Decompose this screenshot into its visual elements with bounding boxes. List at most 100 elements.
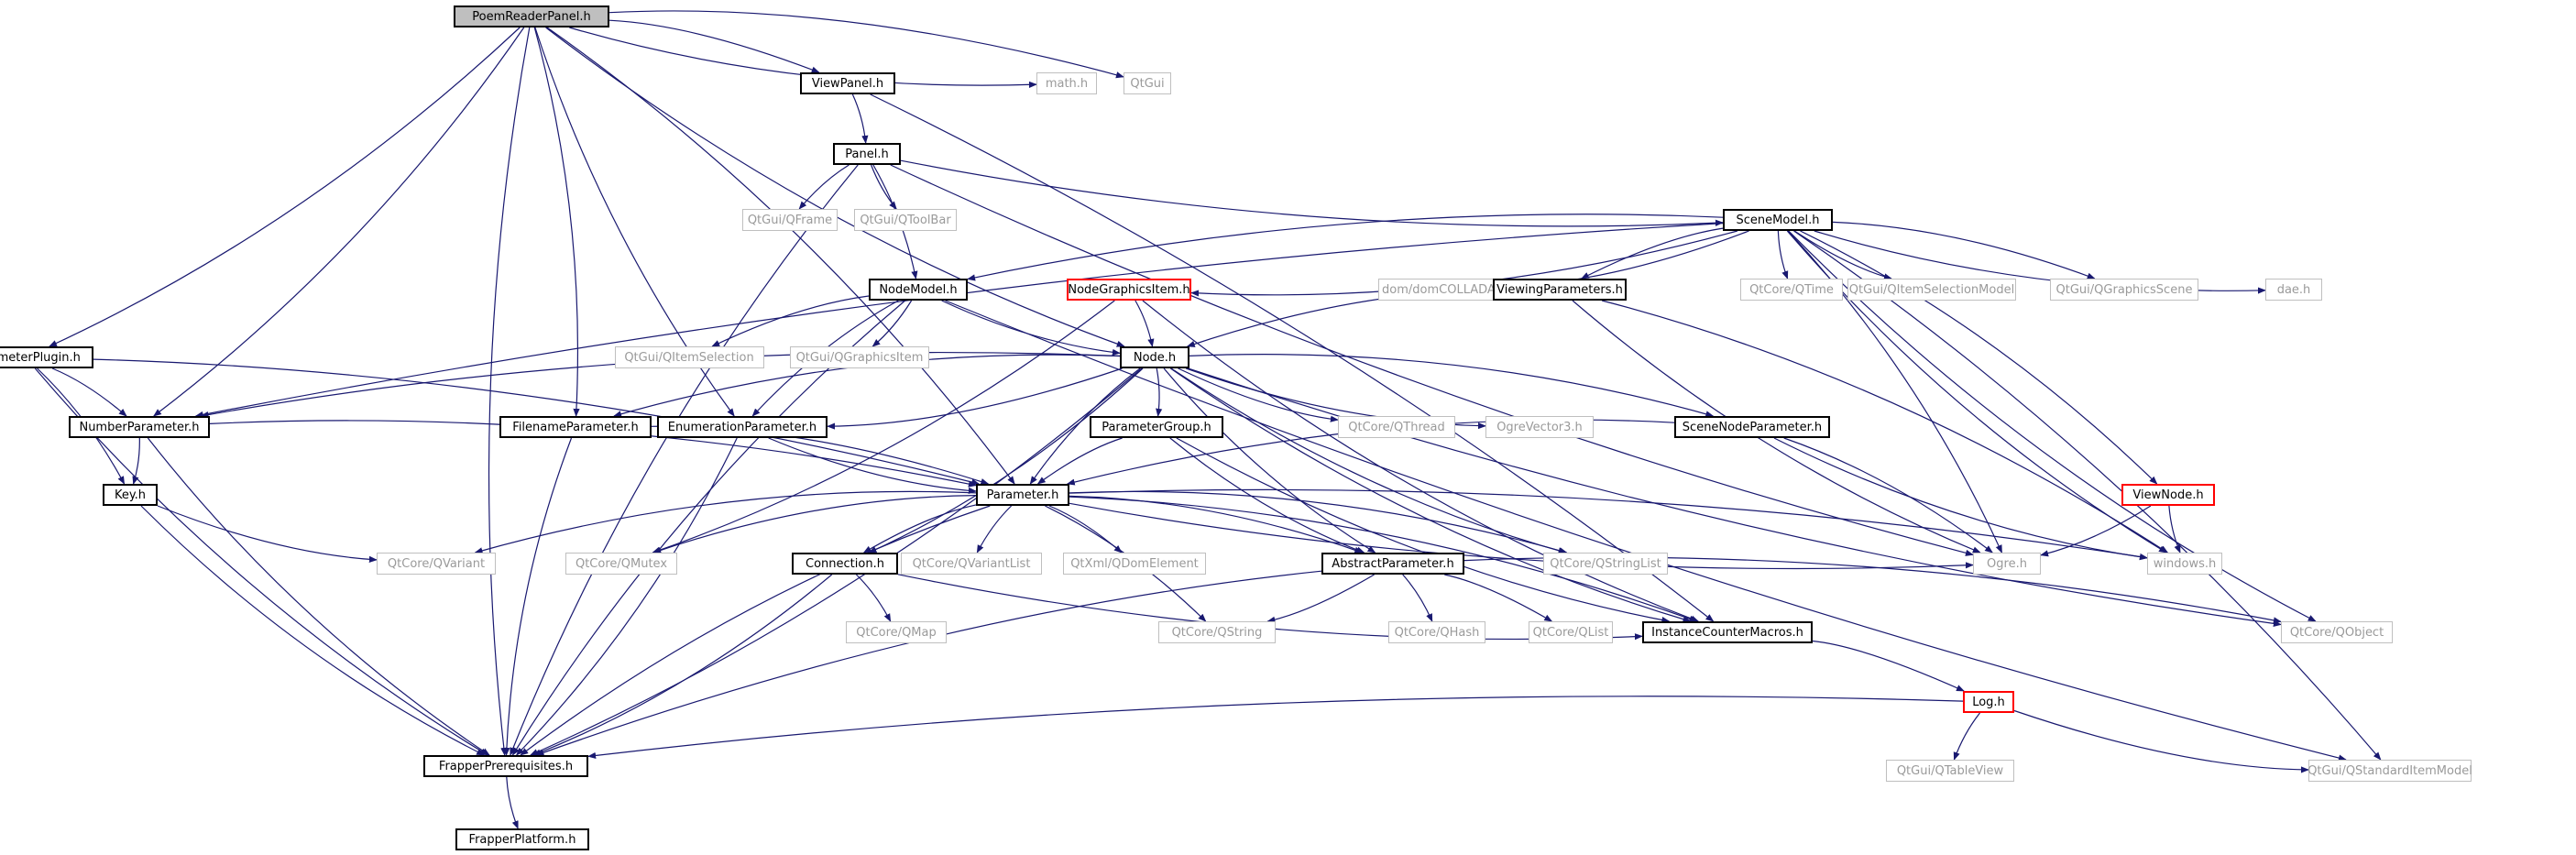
edge-view-node-to-windows <box>2168 505 2181 554</box>
node-frapper-prerequisites[interactable]: FrapperPrerequisites.h <box>423 755 588 777</box>
edge-scene-node-parameter-to-windows <box>1773 437 2148 561</box>
node-node-graphics-item[interactable]: NodeGraphicsItem.h <box>1067 279 1191 301</box>
edge-view-node-to-ogre <box>2040 505 2152 557</box>
edge-parameter-to-qvariant-list <box>976 505 1013 554</box>
edge-poem-reader-panel-to-number-parameter <box>153 27 525 417</box>
node-panel[interactable]: Panel.h <box>833 143 901 165</box>
edge-abstract-parameter-to-qstring <box>1266 574 1375 623</box>
edge-scene-model-to-qitem-selection-model <box>1793 230 1892 280</box>
edge-node-graphics-item-to-instance-counter-macros <box>1142 300 1700 622</box>
edge-node-to-parameter-group <box>1156 367 1163 417</box>
node-parameter-plugin[interactable]: ParameterPlugin.h <box>0 346 93 368</box>
node-view-node[interactable]: ViewNode.h <box>2121 484 2215 506</box>
edge-node-graphics-item-to-node <box>1135 300 1155 347</box>
edge-scene-model-to-number-parameter <box>194 223 1724 418</box>
edge-viewing-parameters-to-windows <box>1601 300 2169 554</box>
edge-abstract-parameter-to-frapper-prerequisites <box>535 570 1322 756</box>
edge-key-to-frapper-prerequisites <box>140 505 486 756</box>
node-qdom-element: QtXml/QDomElement <box>1063 553 1206 575</box>
node-node[interactable]: Node.h <box>1120 346 1189 368</box>
node-qtime: QtCore/QTime <box>1740 279 1843 301</box>
edge-poem-reader-panel-to-view-panel <box>608 19 820 73</box>
edge-abstract-parameter-to-qlist <box>1444 574 1553 622</box>
edge-viewing-parameters-to-ogre <box>1572 300 1981 554</box>
node-view-panel[interactable]: ViewPanel.h <box>800 72 895 94</box>
edge-connection-to-frapper-prerequisites <box>532 574 833 756</box>
edge-number-parameter-to-key <box>132 437 140 485</box>
node-parameter-group[interactable]: ParameterGroup.h <box>1090 416 1223 438</box>
node-qlist: QtCore/QList <box>1529 621 1613 643</box>
edge-parameter-to-abstract-parameter <box>1069 495 1364 554</box>
edge-node-model-to-qitem-selection <box>711 295 870 347</box>
edge-panel-to-scene-model <box>900 159 1724 227</box>
node-qgraphics-item: QtGui/QGraphicsItem <box>790 346 929 368</box>
node-viewing-parameters[interactable]: ViewingParameters.h <box>1493 279 1627 301</box>
edge-node-to-connection <box>868 367 1144 554</box>
edge-parameter-to-qmutex <box>652 495 977 554</box>
node-qitem-selection: QtGui/QItemSelection <box>614 346 764 368</box>
node-qstring-list: QtCore/QStringList <box>1543 553 1668 575</box>
node-qt-gui: QtGui <box>1124 72 1171 94</box>
node-abstract-parameter[interactable]: AbstractParameter.h <box>1321 553 1464 575</box>
node-dom-collada: dom/domCOLLADA.h <box>1378 279 1510 301</box>
node-qmap: QtCore/QMap <box>846 621 947 643</box>
node-qvariant: QtCore/QVariant <box>377 553 496 575</box>
edge-log-to-qtable-view <box>1953 712 1980 761</box>
edge-poem-reader-panel-to-qt-gui <box>608 10 1124 79</box>
edge-view-panel-to-instance-counter-macros <box>870 93 1715 622</box>
node-frapper-platform[interactable]: FrapperPlatform.h <box>455 828 589 850</box>
node-poem-reader-panel[interactable]: PoemReaderPanel.h <box>454 5 609 27</box>
node-ogre-vector3: OgreVector3.h <box>1485 416 1594 438</box>
node-filename-parameter[interactable]: FilenameParameter.h <box>499 416 652 438</box>
edge-panel-to-ogre <box>890 164 1974 556</box>
edge-instance-counter-macros-to-log <box>1812 640 1965 692</box>
edge-scene-model-to-view-node <box>1800 230 2158 485</box>
edge-node-to-abstract-parameter <box>1163 367 1376 554</box>
edge-parameter-to-qdom-element <box>1048 505 1123 554</box>
node-qhash: QtCore/QHash <box>1388 621 1485 643</box>
edge-parameter-to-windows <box>1069 488 2148 561</box>
node-key[interactable]: Key.h <box>103 484 158 506</box>
node-scene-node-parameter[interactable]: SceneNodeParameter.h <box>1674 416 1830 438</box>
edge-scene-node-parameter-to-ogre <box>1783 437 1993 554</box>
edge-scene-model-to-ogre <box>1787 230 2003 554</box>
node-qvariant-list: QtCore/QVariantList <box>901 553 1042 575</box>
edge-panel-to-frapper-prerequisites <box>510 164 859 756</box>
node-ogre: Ogre.h <box>1973 553 2041 575</box>
edge-scene-model-to-viewing-parameters <box>1580 227 1724 280</box>
edge-node-model-to-qstandard-item-model <box>945 300 2347 762</box>
node-log[interactable]: Log.h <box>1963 691 2014 713</box>
edge-panel-to-qtool-bar <box>871 164 897 210</box>
node-enumeration-parameter[interactable]: EnumerationParameter.h <box>657 416 828 438</box>
node-scene-model[interactable]: SceneModel.h <box>1723 209 1833 231</box>
node-number-parameter[interactable]: NumberParameter.h <box>69 416 210 438</box>
node-qtable-view: QtGui/QTableView <box>1886 760 2014 782</box>
edge-abstract-parameter-to-qhash <box>1402 574 1433 622</box>
node-dae: dae.h <box>2265 279 2322 301</box>
edge-node-to-instance-counter-macros <box>1169 367 1692 623</box>
edge-node-to-scene-node-parameter <box>1189 354 1715 418</box>
edge-enumeration-parameter-to-frapper-prerequisites <box>515 437 738 756</box>
edge-parameter-to-instance-counter-macros <box>1069 496 1698 622</box>
edge-node-to-qthread <box>1178 367 1339 422</box>
edge-number-parameter-to-frapper-prerequisites <box>147 437 490 756</box>
node-qstring: QtCore/QString <box>1158 621 1276 643</box>
node-connection[interactable]: Connection.h <box>792 553 898 575</box>
edge-scene-model-to-node-model <box>967 214 1724 281</box>
edge-log-to-frapper-prerequisites <box>587 696 1964 760</box>
edge-parameter-plugin-to-number-parameter <box>51 367 127 417</box>
node-instance-counter-macros[interactable]: InstanceCounterMacros.h <box>1642 621 1813 643</box>
edge-parameter-to-frapper-prerequisites <box>520 505 991 756</box>
edge-node-model-to-qgraphics-item <box>871 300 913 347</box>
node-node-model[interactable]: NodeModel.h <box>869 279 968 301</box>
edge-scene-model-to-qstandard-item-model <box>1793 230 2382 761</box>
edge-node-model-to-node <box>941 300 1121 356</box>
edge-node-to-frapper-prerequisites <box>530 367 1143 756</box>
edge-filename-parameter-to-frapper-prerequisites <box>503 437 573 756</box>
edge-scene-model-to-qgraphics-scene <box>1832 221 2096 280</box>
node-parameter[interactable]: Parameter.h <box>976 484 1069 506</box>
edge-log-to-qstandard-item-model <box>2013 709 2309 773</box>
edge-poem-reader-panel-to-math <box>569 27 1037 88</box>
edge-view-panel-to-panel <box>851 93 869 144</box>
